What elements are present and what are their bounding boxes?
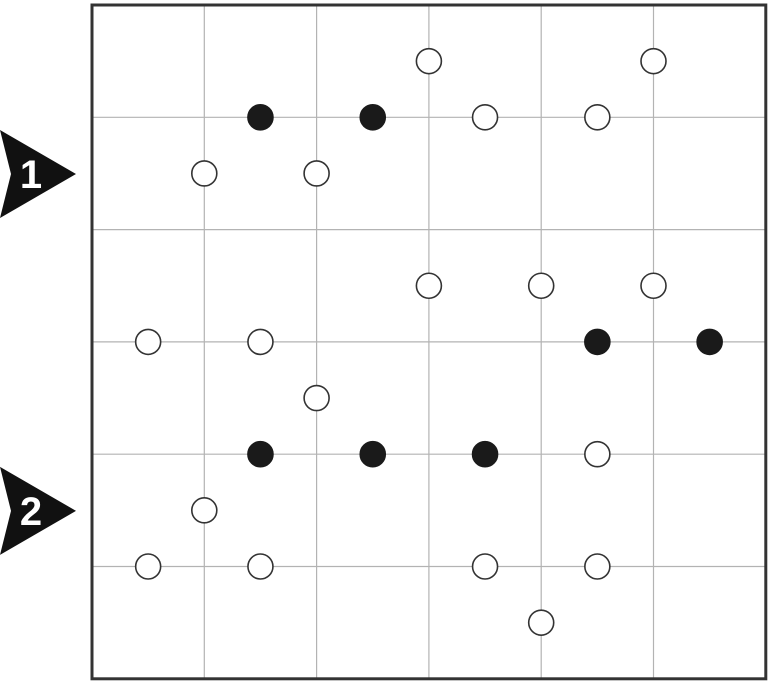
row-marker-label: 1 bbox=[20, 153, 42, 197]
white-dot bbox=[134, 553, 162, 580]
black-dot bbox=[359, 104, 387, 131]
row-markers: 12 bbox=[0, 129, 76, 555]
white-dot bbox=[303, 160, 330, 187]
row-marker-1: 1 bbox=[0, 129, 76, 218]
white-dot bbox=[527, 609, 555, 636]
black-dot bbox=[359, 440, 387, 468]
black-dot bbox=[696, 328, 723, 356]
arrowhead-icon bbox=[0, 466, 76, 555]
white-dot bbox=[191, 160, 218, 187]
white-dot bbox=[584, 104, 611, 131]
white-dot bbox=[415, 272, 443, 300]
row-marker-2: 2 bbox=[0, 466, 76, 555]
grid-border bbox=[90, 3, 768, 681]
white-dot bbox=[471, 553, 499, 580]
white-dot bbox=[247, 553, 274, 580]
white-dot bbox=[134, 328, 162, 356]
grid-lines bbox=[92, 5, 766, 679]
black-dot bbox=[247, 104, 274, 131]
white-dot bbox=[640, 272, 667, 300]
white-dot bbox=[584, 440, 611, 468]
white-dot bbox=[584, 553, 611, 580]
black-dot bbox=[584, 328, 611, 356]
row-marker-label: 2 bbox=[20, 490, 42, 534]
white-dot bbox=[415, 47, 443, 75]
black-dot bbox=[247, 440, 274, 468]
white-dot bbox=[527, 272, 555, 300]
white-dot bbox=[191, 497, 218, 524]
dots-layer bbox=[134, 47, 723, 636]
white-dot bbox=[471, 104, 499, 131]
white-dot bbox=[303, 384, 330, 412]
white-dot bbox=[247, 328, 274, 356]
arrowhead-icon bbox=[0, 129, 76, 218]
black-dot bbox=[471, 440, 499, 468]
white-dot bbox=[640, 47, 667, 75]
